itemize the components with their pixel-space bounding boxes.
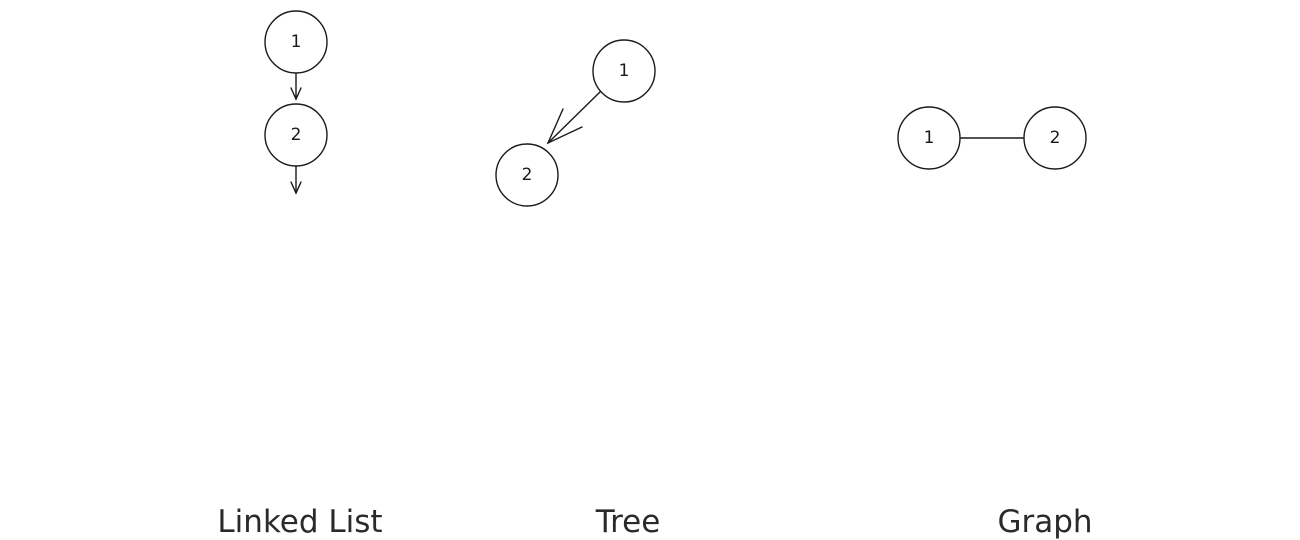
graph-node-1-label: 1 (924, 128, 935, 148)
tree-node-2-label: 2 (522, 165, 533, 185)
graph-node-1: 1 (897, 106, 961, 170)
tree-caption: Tree (595, 504, 661, 540)
tree-node-1: 1 (592, 39, 656, 103)
graph-caption: Graph (997, 504, 1092, 540)
linked-list-node-1: 1 (264, 10, 328, 74)
graph-node-2: 2 (1023, 106, 1087, 170)
tree-node-2: 2 (495, 143, 559, 207)
linked-list-edge-1-2 (290, 72, 302, 101)
graph-panel: 1 2 Graph (897, 106, 1093, 540)
linked-list-panel: 1 2 Linked List (217, 10, 383, 540)
linked-list-next-pointer (290, 165, 302, 195)
tree-panel: 1 2 Tree (495, 39, 661, 540)
tree-node-1-label: 1 (619, 61, 630, 81)
linked-list-node-2: 2 (264, 103, 328, 167)
graph-node-2-label: 2 (1050, 128, 1061, 148)
linked-list-node-2-label: 2 (291, 125, 302, 145)
linked-list-caption: Linked List (217, 504, 382, 540)
tree-edge-1-2 (546, 90, 602, 145)
linked-list-node-1-label: 1 (291, 32, 302, 52)
